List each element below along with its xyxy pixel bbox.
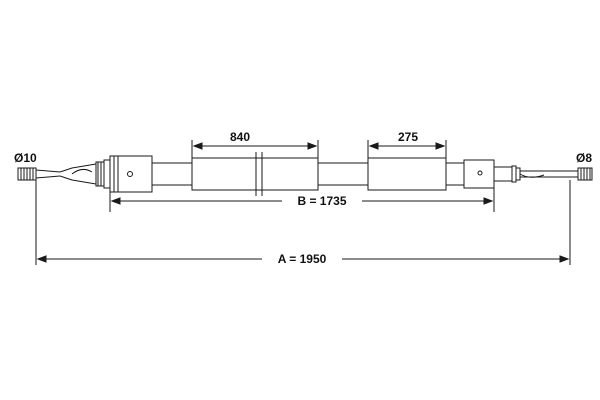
a-dimension-label: A = 1950 <box>278 252 327 266</box>
left-inner-cable <box>59 163 97 185</box>
cable-sheath <box>152 162 464 186</box>
left-sleeve <box>191 152 319 196</box>
sleeve-840-label: 840 <box>230 130 250 144</box>
dimension-840 <box>191 140 319 158</box>
right-inner-cable <box>519 170 578 178</box>
right-sleeve <box>367 157 447 191</box>
b-dimension-label: B = 1735 <box>297 194 346 208</box>
right-ferrule <box>463 159 521 189</box>
sleeve-275-label: 275 <box>398 130 418 144</box>
left-diameter-label: Ø10 <box>14 151 37 165</box>
right-end-fitting <box>577 167 593 181</box>
right-diameter-label: Ø8 <box>576 151 592 165</box>
left-ferrule <box>95 155 153 193</box>
left-end-fitting <box>17 167 61 181</box>
dimension-275 <box>367 140 447 158</box>
